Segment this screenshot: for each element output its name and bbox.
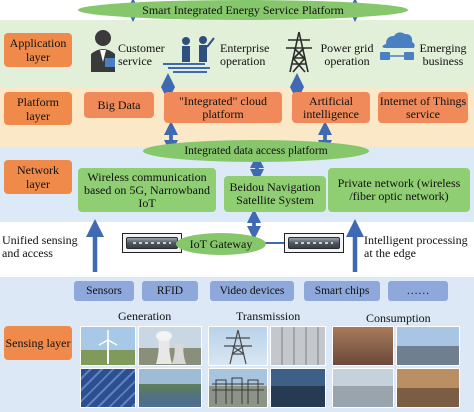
smart-chips-box: Smart chips — [304, 281, 380, 301]
unified-sensing-label: Unified sensing and access — [2, 233, 78, 260]
transmission-tower-icon — [224, 329, 252, 364]
cloud-network-icon — [380, 32, 415, 60]
application-layer-label: Application layer — [4, 33, 72, 67]
customer-service-icon — [91, 30, 115, 72]
sensors-box: Sensors — [74, 281, 134, 301]
data-access-ellipse: Integrated data access platform — [143, 140, 369, 162]
beidou-box: Beidou Navigation Satellite System — [224, 176, 326, 212]
more-devices-box: …… — [388, 281, 448, 301]
speed-lines — [163, 63, 210, 73]
transmission-label: Transmission — [236, 309, 301, 323]
city-street-photo — [332, 326, 394, 366]
gateway-device-right — [288, 237, 340, 249]
modern-building-photo — [396, 326, 460, 366]
power-grid-operation-label: Power grid operation — [320, 41, 374, 68]
generation-label: Generation — [118, 309, 172, 323]
substation-icon — [212, 377, 264, 404]
network-layer-label: Network layer — [4, 160, 72, 194]
sensing-layer-label: Sensing layer — [4, 326, 72, 360]
wind-turbine-icon — [98, 330, 118, 364]
edge-processing-label: Intelligent processing at the edge — [364, 233, 468, 260]
big-data-box: Big Data — [84, 92, 154, 118]
power-tower-icon — [286, 31, 312, 73]
ai-box: Artificial intelligence — [292, 92, 370, 123]
customer-service-label: Customer service — [118, 41, 165, 68]
residential-photo — [396, 368, 460, 408]
enterprise-operation-icon — [182, 36, 215, 62]
platform-layer-label: Platform layer — [4, 92, 72, 125]
platform-title: Smart Integrated Energy Service Platform — [78, 0, 408, 20]
factory-photo — [332, 368, 394, 408]
cooling-tower-icon — [156, 331, 186, 364]
integrated-cloud-box: "Integrated" cloud platform — [164, 92, 282, 123]
wireless-5g-box: Wireless communication based on 5G, Narr… — [78, 168, 216, 212]
rfid-box: RFID — [142, 281, 198, 301]
emerging-business-label: Emerging business — [419, 41, 467, 68]
private-network-box: Private network (wireless /fiber optic n… — [328, 168, 470, 212]
consumption-label: Consumption — [366, 311, 431, 325]
iot-service-box: Internet of Things service — [378, 92, 468, 123]
hydro-plant-photo — [138, 368, 202, 408]
gateway-device-left — [126, 237, 178, 249]
application-band — [0, 20, 474, 87]
video-devices-box: Video devices — [210, 281, 294, 301]
iot-gateway-ellipse: IoT Gateway — [176, 233, 266, 255]
switchgear-photo — [270, 326, 326, 366]
solar-panels-photo — [80, 368, 136, 408]
control-room-photo — [270, 368, 326, 408]
enterprise-operation-label: Enterprise operation — [220, 41, 270, 68]
